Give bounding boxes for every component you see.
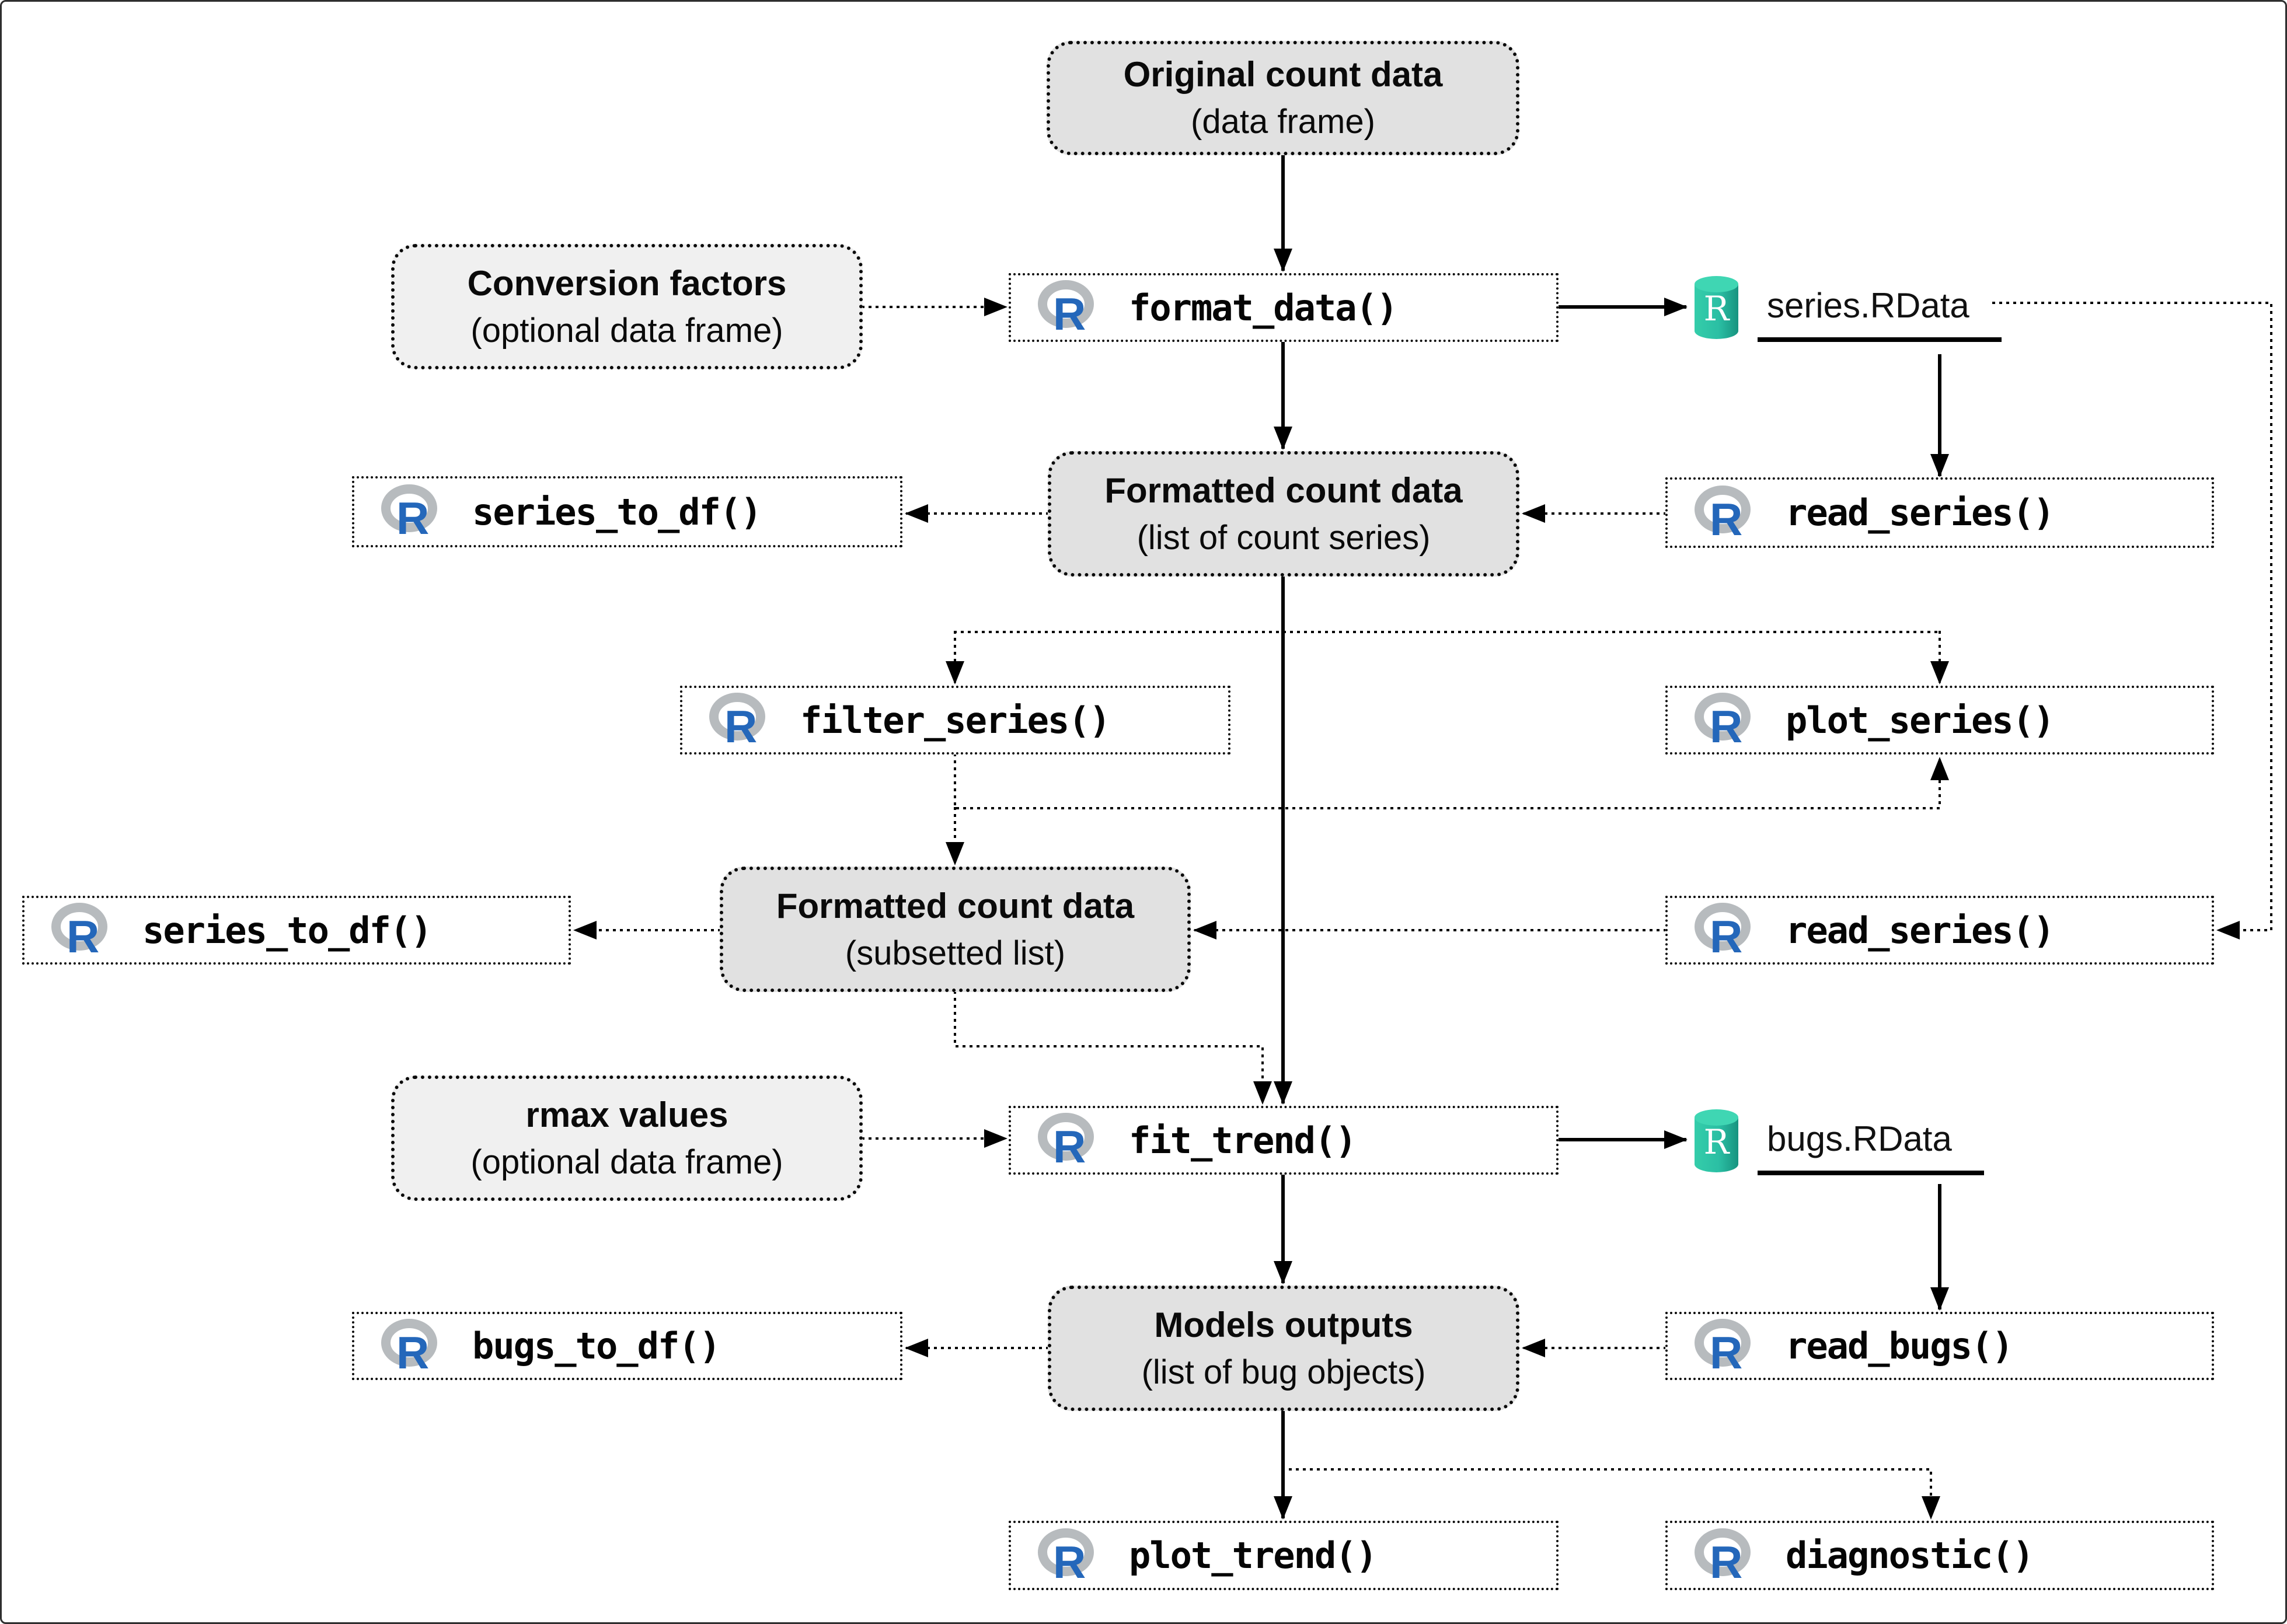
dotted-edges [573, 298, 2272, 1520]
node-fn-diagnostic: R diagnostic() [1665, 1521, 2214, 1590]
svg-text:R: R [724, 701, 757, 749]
r-logo-icon: R [381, 1318, 437, 1375]
node-fn-read-bugs: R read_bugs() [1665, 1312, 2214, 1380]
svg-text:R: R [1710, 494, 1742, 542]
svg-text:R: R [396, 493, 429, 541]
node-subtitle: (subsetted list) [845, 934, 1066, 972]
node-title: Conversion factors [467, 263, 787, 303]
node-file-bugs-rdata: R bugs.RData [1692, 1108, 1984, 1175]
file-label: bugs.RData [1758, 1108, 1984, 1175]
solid-edges [1274, 155, 1949, 1520]
node-fn-format-data: R format_data() [1009, 273, 1559, 342]
node-fn-plot-series: R plot_series() [1665, 686, 2214, 755]
svg-text:R: R [1710, 911, 1742, 959]
node-rmax-values: rmax values (optional data frame) [391, 1075, 863, 1201]
node-original-count-data: Original count data (data frame) [1047, 41, 1519, 155]
node-subtitle: (optional data frame) [470, 311, 783, 350]
function-label: fit_trend() [1129, 1119, 1357, 1162]
svg-text:R: R [1053, 1121, 1086, 1169]
file-label: series.RData [1758, 275, 2002, 342]
r-logo-icon: R [51, 903, 107, 959]
function-label: read_series() [1786, 491, 2055, 534]
node-conversion-factors: Conversion factors (optional data frame) [391, 244, 863, 369]
node-fn-read-series-1: R read_series() [1665, 477, 2214, 548]
function-label: read_series() [1786, 909, 2055, 952]
node-subtitle: (data frame) [1191, 103, 1375, 141]
svg-text:R: R [1053, 1536, 1086, 1585]
node-subtitle: (list of bug objects) [1141, 1353, 1426, 1391]
function-label: bugs_to_df() [472, 1325, 721, 1367]
r-logo-icon: R [709, 693, 765, 749]
function-label: plot_trend() [1129, 1534, 1378, 1577]
node-fn-filter-series: R filter_series() [680, 686, 1230, 755]
node-fn-read-series-2: R read_series() [1665, 896, 2214, 965]
svg-text:R: R [1710, 701, 1742, 749]
node-fn-plot-trend: R plot_trend() [1009, 1521, 1559, 1590]
node-fn-series-to-df-2: R series_to_df() [22, 896, 571, 965]
node-formatted-count-data-subsetted: Formatted count data (subsetted list) [720, 867, 1191, 992]
function-label: plot_series() [1786, 699, 2055, 742]
svg-text:R: R [1704, 289, 1731, 329]
node-title: rmax values [525, 1095, 728, 1134]
node-fn-fit-trend: R fit_trend() [1009, 1106, 1559, 1175]
function-label: read_bugs() [1786, 1325, 2014, 1367]
node-formatted-count-data: Formatted count data (list of count seri… [1048, 451, 1519, 577]
svg-text:R: R [1710, 1327, 1742, 1375]
node-file-series-rdata: R series.RData [1692, 275, 2002, 342]
r-logo-icon: R [1695, 903, 1751, 959]
edge-filter-series-to-plot-series [954, 753, 1949, 809]
function-label: filter_series() [800, 699, 1111, 742]
node-subtitle: (optional data frame) [470, 1143, 783, 1181]
node-models-outputs: Models outputs (list of bug objects) [1048, 1286, 1519, 1411]
edge-subsetted-to-fit-trend [954, 991, 1272, 1105]
node-subtitle: (list of count series) [1136, 518, 1431, 557]
r-logo-icon: R [1038, 280, 1094, 337]
node-title: Models outputs [1154, 1305, 1413, 1344]
node-fn-bugs-to-df: R bugs_to_df() [352, 1312, 902, 1380]
rdata-cylinder-icon: R [1695, 1109, 1738, 1172]
r-logo-icon: R [1695, 485, 1751, 542]
r-logo-icon: R [1695, 1528, 1751, 1585]
function-label: diagnostic() [1786, 1534, 2034, 1577]
svg-text:R: R [1053, 288, 1086, 337]
rdata-cylinder-icon: R [1695, 276, 1738, 339]
node-title: Original count data [1123, 55, 1443, 95]
edge-series-rdata-to-read-series-2 [1992, 302, 2272, 940]
svg-text:R: R [67, 911, 99, 959]
r-logo-icon: R [1695, 1318, 1751, 1375]
node-fn-series-to-df-1: R series_to_df() [352, 476, 902, 547]
function-label: format_data() [1129, 286, 1398, 329]
r-logo-icon: R [1038, 1113, 1094, 1169]
svg-text:R: R [1704, 1122, 1731, 1162]
r-logo-icon: R [1695, 693, 1751, 749]
node-title: Formatted count data [1104, 470, 1463, 510]
r-logo-icon: R [381, 484, 437, 541]
r-logo-icon: R [1038, 1528, 1094, 1585]
svg-text:R: R [396, 1327, 429, 1375]
node-title: Formatted count data [776, 886, 1135, 925]
function-label: series_to_df() [472, 490, 762, 533]
edge-models-to-diagnostic [1282, 1468, 1940, 1520]
function-label: series_to_df() [142, 909, 433, 952]
svg-text:R: R [1710, 1536, 1742, 1585]
